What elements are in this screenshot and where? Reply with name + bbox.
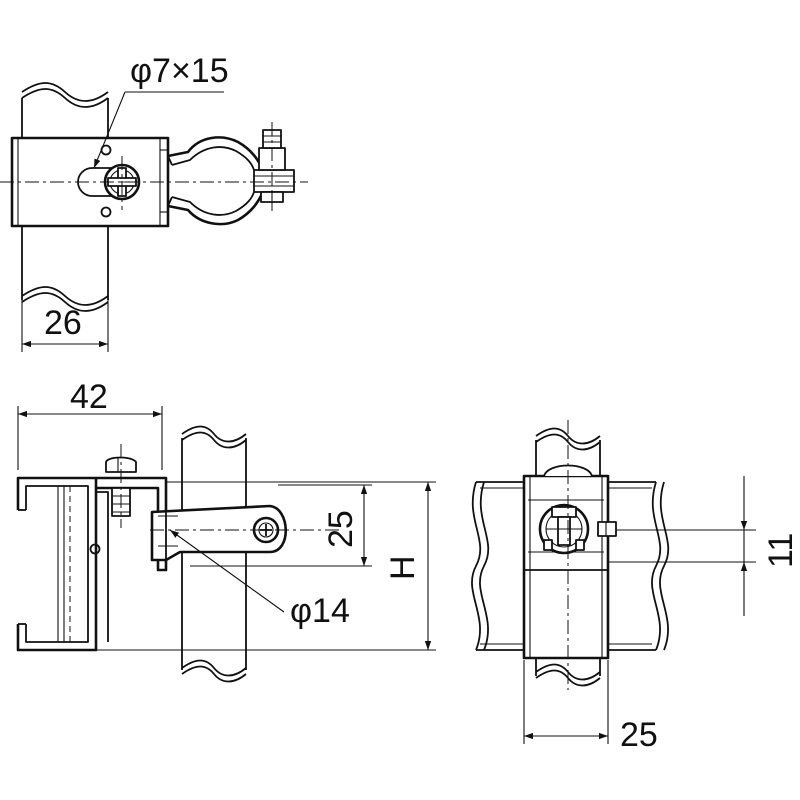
front-view-channel xyxy=(16,476,101,652)
front-view-pipe xyxy=(181,425,247,683)
dimension-25-vertical: 25 xyxy=(190,484,372,567)
front-view-bracket xyxy=(96,476,168,642)
side-view-screw xyxy=(538,503,617,555)
dimension-42-label: 42 xyxy=(70,378,108,416)
callout-hole-label: φ14 xyxy=(290,592,350,630)
dimension-H-label: H xyxy=(384,555,422,580)
front-view-band xyxy=(150,504,288,562)
top-view-pipe xyxy=(21,82,109,312)
side-view-pipe xyxy=(535,427,601,687)
callout-slot: φ7×15 xyxy=(93,52,229,169)
dimension-42: 42 xyxy=(17,378,163,470)
dimension-26-label: 26 xyxy=(44,304,82,342)
dimension-25-horizontal-label: 25 xyxy=(620,716,658,754)
dimension-26: 26 xyxy=(21,300,109,352)
callout-hole: φ14 xyxy=(169,529,350,630)
dimension-H: H xyxy=(96,481,436,651)
top-view-band xyxy=(167,136,264,226)
dimension-11: 11 xyxy=(608,476,800,616)
side-view: 11 25 xyxy=(471,420,800,754)
side-view-clamp-body xyxy=(522,464,610,660)
dimension-11-label: 11 xyxy=(762,533,800,568)
top-view-bolt xyxy=(253,129,295,203)
callout-slot-label: φ7×15 xyxy=(130,52,229,90)
dimension-25-horizontal: 25 xyxy=(523,660,658,754)
front-view: 42 25 H φ14 xyxy=(16,378,436,683)
top-view: φ7×15 26 xyxy=(0,52,308,352)
dimension-25-vertical-label: 25 xyxy=(322,510,360,548)
